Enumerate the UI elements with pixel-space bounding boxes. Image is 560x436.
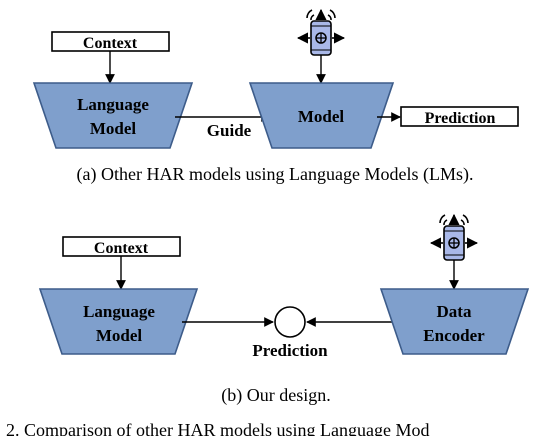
language-model-block-bottom: Language Model xyxy=(38,288,199,355)
svg-text:Context: Context xyxy=(83,35,138,52)
svg-text:Model: Model xyxy=(298,107,345,126)
data-encoder-block: Data Encoder xyxy=(379,288,530,355)
figure-caption: 2. Comparison of other HAR models using … xyxy=(6,420,429,436)
guide-label: Guide xyxy=(207,121,252,140)
svg-text:Context: Context xyxy=(94,240,149,257)
svg-text:Encoder: Encoder xyxy=(423,326,485,345)
caption-a: (a) Other HAR models using Language Mode… xyxy=(77,164,474,185)
svg-text:Language: Language xyxy=(77,95,149,114)
prediction-box-top: Prediction xyxy=(400,106,519,127)
svg-text:Data: Data xyxy=(437,302,472,321)
phone-sensor-icon xyxy=(298,10,344,55)
context-box-top: Context xyxy=(51,31,170,52)
svg-text:Language: Language xyxy=(83,302,155,321)
svg-text:Model: Model xyxy=(90,119,137,138)
context-box-bottom: Context xyxy=(62,236,181,257)
svg-text:Model: Model xyxy=(96,326,143,345)
svg-text:Prediction: Prediction xyxy=(425,110,496,127)
language-model-block-top: Language Model xyxy=(32,82,194,149)
model-block: Model xyxy=(248,82,395,149)
prediction-label-bottom: Prediction xyxy=(252,341,328,360)
phone-sensor-icon xyxy=(431,215,477,260)
caption-b: (b) Our design. xyxy=(221,385,330,406)
prediction-node xyxy=(274,306,306,338)
